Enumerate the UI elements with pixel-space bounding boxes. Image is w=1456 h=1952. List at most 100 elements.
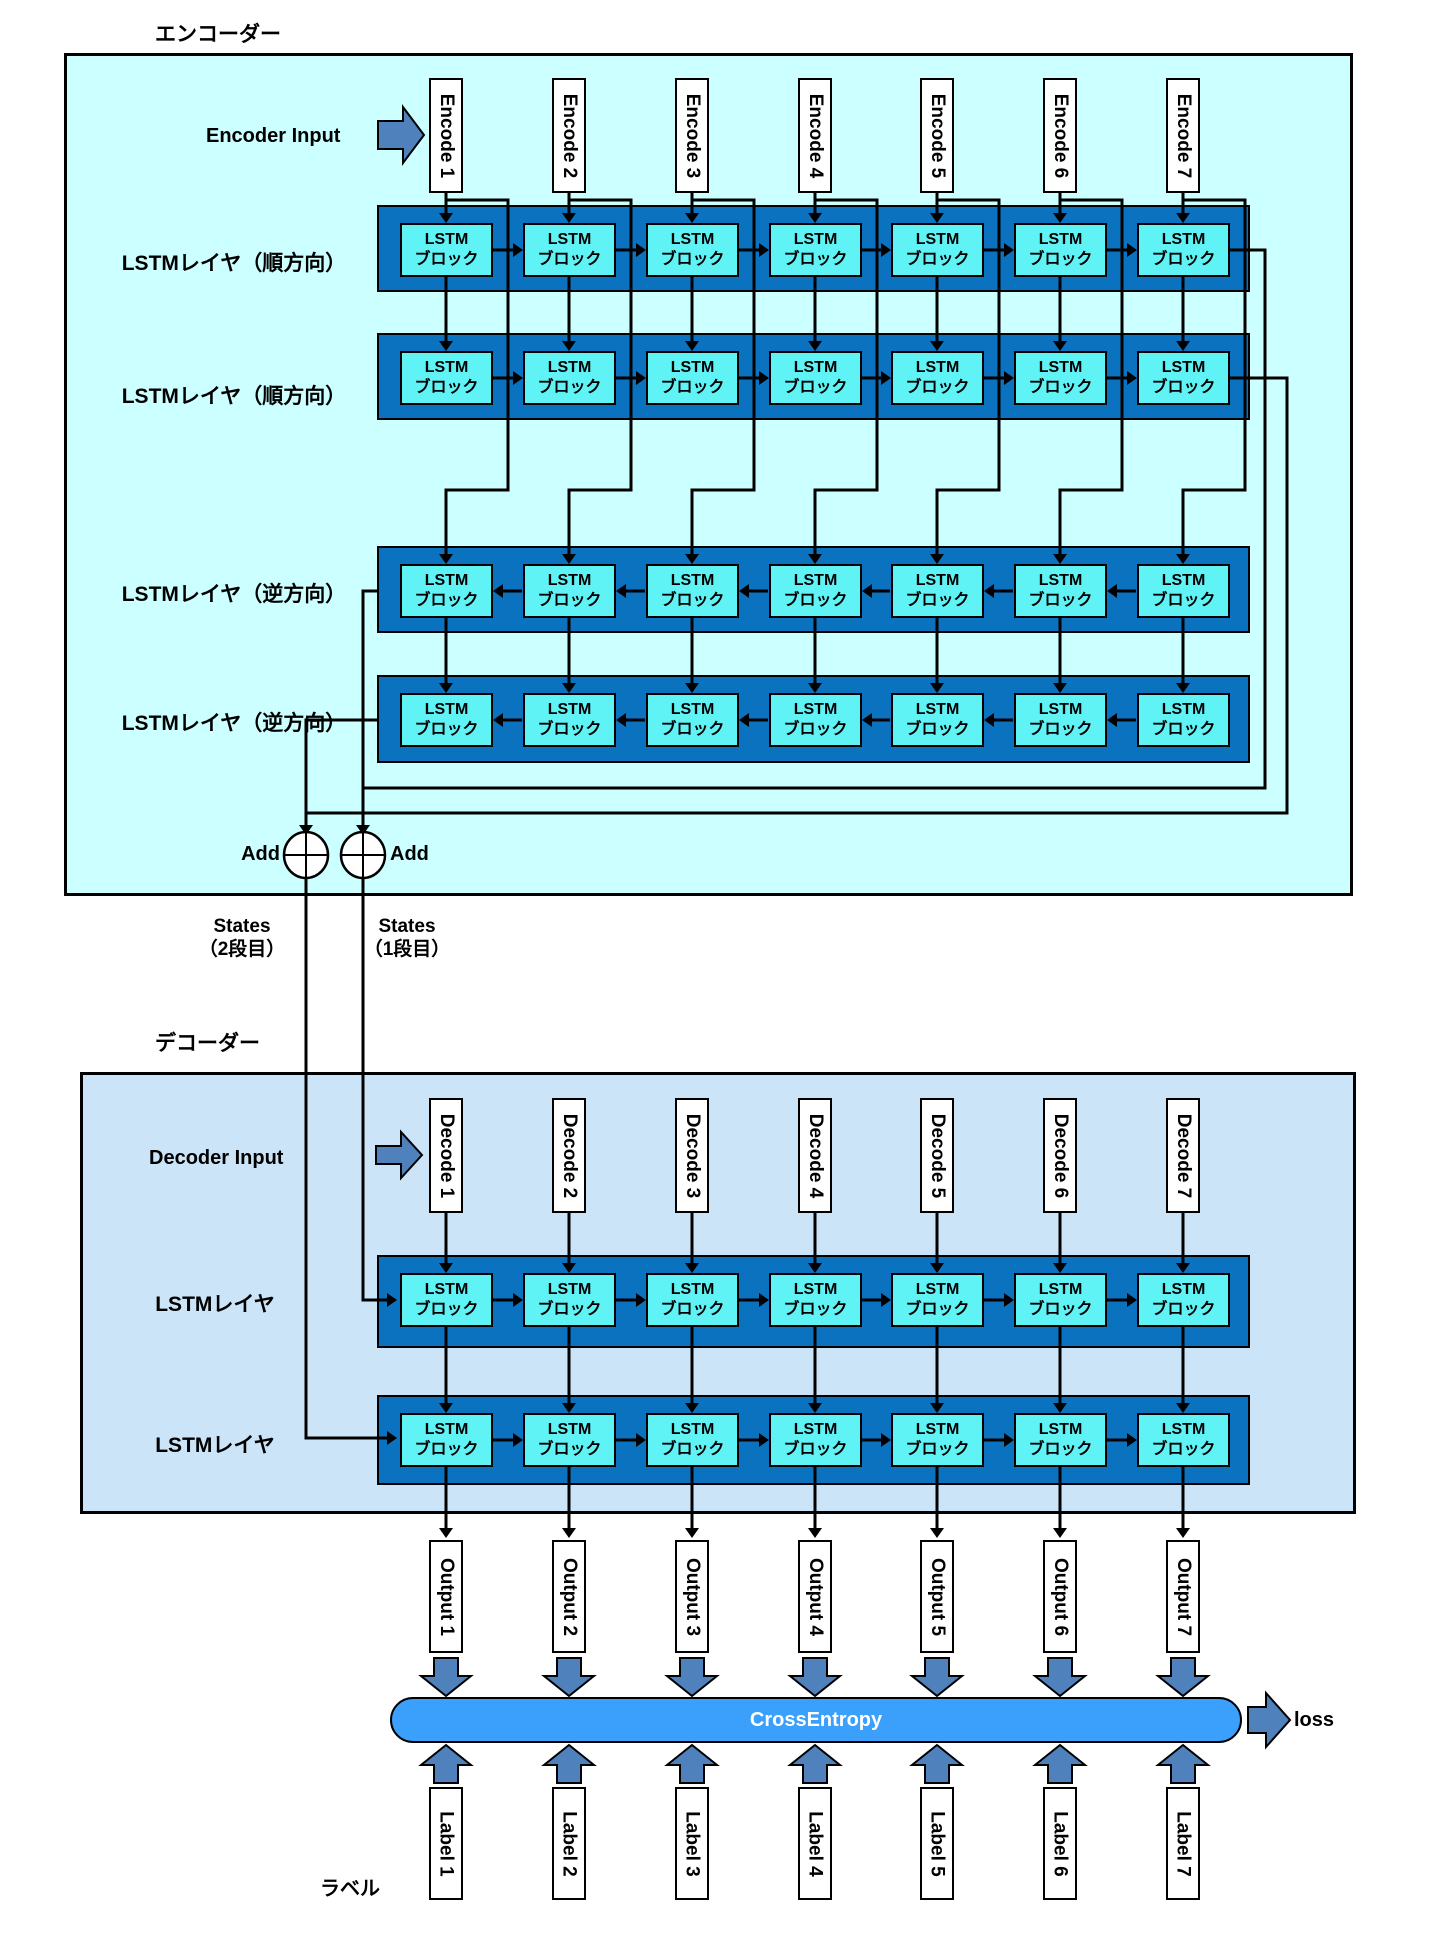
encoder-layer-1-block-2-line1: LSTM [547, 231, 592, 248]
dec-in-head-6 [1053, 1263, 1067, 1273]
encoder-layer-4-block-7-line2: ブロック [1151, 721, 1216, 738]
enc-bwd2-chain-head-2 [493, 713, 503, 727]
output-box-7: Output 7 [1166, 1540, 1200, 1653]
enc-l3l4-head-4 [808, 683, 822, 693]
decoder-layer-2-block-2-line2: ブロック [537, 1441, 602, 1458]
output-box-2-text: Output 2 [559, 1557, 581, 1636]
label-box-4: Label 4 [798, 1787, 832, 1900]
enc-fwd1-state-loop [363, 248, 1267, 790]
enc-bwd1-chain-head-6 [984, 584, 994, 598]
label-up-arrow-icon-2 [541, 1743, 597, 1784]
dec-l1l2-head-2 [562, 1403, 576, 1413]
dec-chain1-head-6 [1127, 1293, 1137, 1307]
encoder-input-arrow-icon [377, 104, 426, 166]
encoder-layer-2-block-2-line2: ブロック [537, 379, 602, 396]
enc-l3l4-head-3 [685, 683, 699, 693]
crossentropy-bar: CrossEntropy [390, 1697, 1242, 1743]
encoder-layer-3-block-3-line2: ブロック [660, 592, 725, 609]
output-box-7-text: Output 7 [1173, 1557, 1195, 1636]
encoder-layer-2-block-6-line1: LSTM [1038, 359, 1083, 376]
enc-bwd2-chain-head-5 [862, 713, 872, 727]
enc-fwd2-chain-head-5 [1004, 371, 1014, 385]
states-1st-wire [361, 877, 388, 1302]
encoder-layer-1-block-1-line1: LSTM [424, 231, 469, 248]
enc-in-head-1 [439, 213, 453, 223]
encoder-layer-1-block-4-line2: ブロック [783, 251, 848, 268]
decoder-layer-1-block-7-line2: ブロック [1151, 1301, 1216, 1318]
encode-box-4-text: Encode 4 [805, 93, 827, 178]
output-box-5-text: Output 5 [927, 1557, 949, 1636]
output-down-arrow-icon-3 [664, 1657, 720, 1698]
decoder-layer-1-block-7-line1: LSTM [1161, 1281, 1206, 1298]
decoder-layer-1-block-7: LSTM ブロック [1137, 1273, 1230, 1327]
enc-fwd2-state-loop [306, 376, 1289, 815]
dec-chain2-head-5 [1004, 1433, 1014, 1447]
decode-box-4-text: Decode 4 [805, 1113, 827, 1198]
states-label-1st: States （1段目） [347, 915, 467, 961]
encoder-layer-4-block-6-line1: LSTM [1038, 701, 1083, 718]
enc-l3l4-head-7 [1176, 683, 1190, 693]
enc-branch-wire-1 [444, 198, 510, 556]
encoder-layer-3-block-5-line1: LSTM [915, 572, 960, 589]
enc-fwd2-chain-head-3 [759, 371, 769, 385]
label-up-arrow-icon-1 [418, 1743, 474, 1784]
states-1st-head [387, 1293, 397, 1307]
encoder-layer-4-block-4-line2: ブロック [783, 721, 848, 738]
dec-chain1-head-2 [636, 1293, 646, 1307]
add-label-left: Add [241, 843, 280, 865]
encode-box-6-text: Encode 6 [1050, 93, 1072, 178]
dec-out-head-4 [808, 1528, 822, 1538]
decoder-layer-2-block-5-line2: ブロック [905, 1441, 970, 1458]
dec-out-head-7 [1176, 1528, 1190, 1538]
encoder-layer-3-block-4-line1: LSTM [793, 572, 838, 589]
label-box-6: Label 6 [1043, 1787, 1077, 1900]
dec-chain1-head-1 [513, 1293, 523, 1307]
dec-l1l2-head-5 [930, 1403, 944, 1413]
label-box-7-text: Label 7 [1173, 1810, 1195, 1877]
dec-l1l2-head-4 [808, 1403, 822, 1413]
encoder-layer-4-block-3-line1: LSTM [670, 701, 715, 718]
output-box-4: Output 4 [798, 1540, 832, 1653]
encoder-layer-3-block-3: LSTM ブロック [646, 564, 739, 618]
decoder-input-label: Decoder Input [149, 1147, 284, 1169]
encoder-layer-4-block-2-line2: ブロック [537, 721, 602, 738]
decoder-layer-1-block-1-line2: ブロック [414, 1301, 479, 1318]
decode-box-3-text: Decode 3 [682, 1113, 704, 1198]
enc-bwd2-chain-head-4 [739, 713, 749, 727]
add-right-head [356, 825, 370, 835]
enc-bwd1-chain-head-7 [1107, 584, 1117, 598]
encoder-layer-4-block-1-line1: LSTM [424, 701, 469, 718]
decoder-layer-2-label: LSTMレイヤ [155, 1434, 275, 1457]
output-box-6: Output 6 [1043, 1540, 1077, 1653]
labels-caption: ラベル [320, 1878, 380, 1900]
add-left-head [299, 825, 313, 835]
decode-box-4: Decode 4 [798, 1098, 832, 1213]
dec-out-head-1 [439, 1528, 453, 1538]
dec-in-head-1 [439, 1263, 453, 1273]
label-box-2: Label 2 [552, 1787, 586, 1900]
encoder-layer-3-block-3-line1: LSTM [670, 572, 715, 589]
decoder-layer-1-block-2-line1: LSTM [547, 1281, 592, 1298]
enc-bwd2-chain-head-7 [1107, 713, 1117, 727]
states-2nd-line1: States [213, 916, 271, 937]
dec-chain2-head-3 [759, 1433, 769, 1447]
enc-l3l4-head-2 [562, 683, 576, 693]
enc-branch-head-6 [1053, 554, 1067, 564]
decoder-layer-2-block-6-line2: ブロック [1028, 1441, 1093, 1458]
encode-box-3: Encode 3 [675, 78, 709, 193]
